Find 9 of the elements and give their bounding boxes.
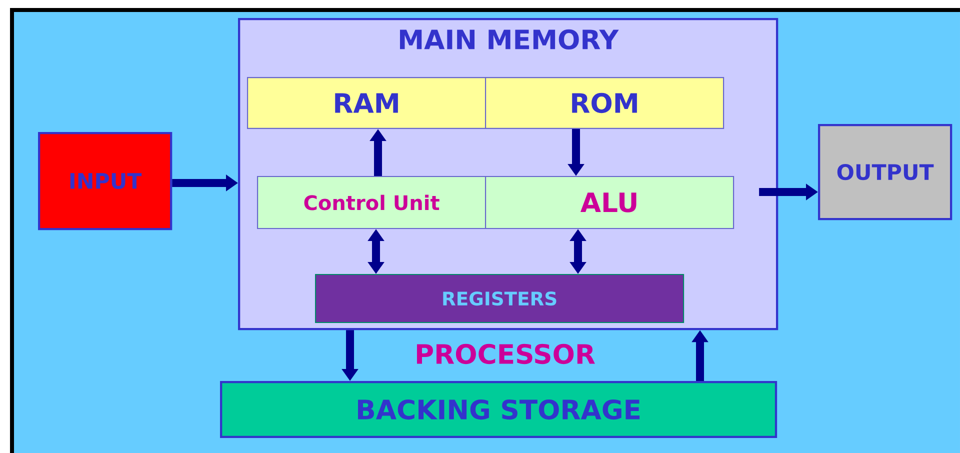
processor-label: PROCESSOR (416, 344, 595, 364)
output-box: OUTPUT (818, 124, 952, 220)
memory-box: ROM (485, 77, 724, 129)
input-box: INPUT (38, 132, 172, 230)
unit-box: ALU (485, 176, 734, 230)
registers-box: REGISTERS (315, 274, 684, 324)
memory-box: RAM (247, 77, 486, 129)
unit-box: Control Unit (257, 176, 486, 230)
storage-box: BACKING STORAGE (220, 380, 778, 438)
